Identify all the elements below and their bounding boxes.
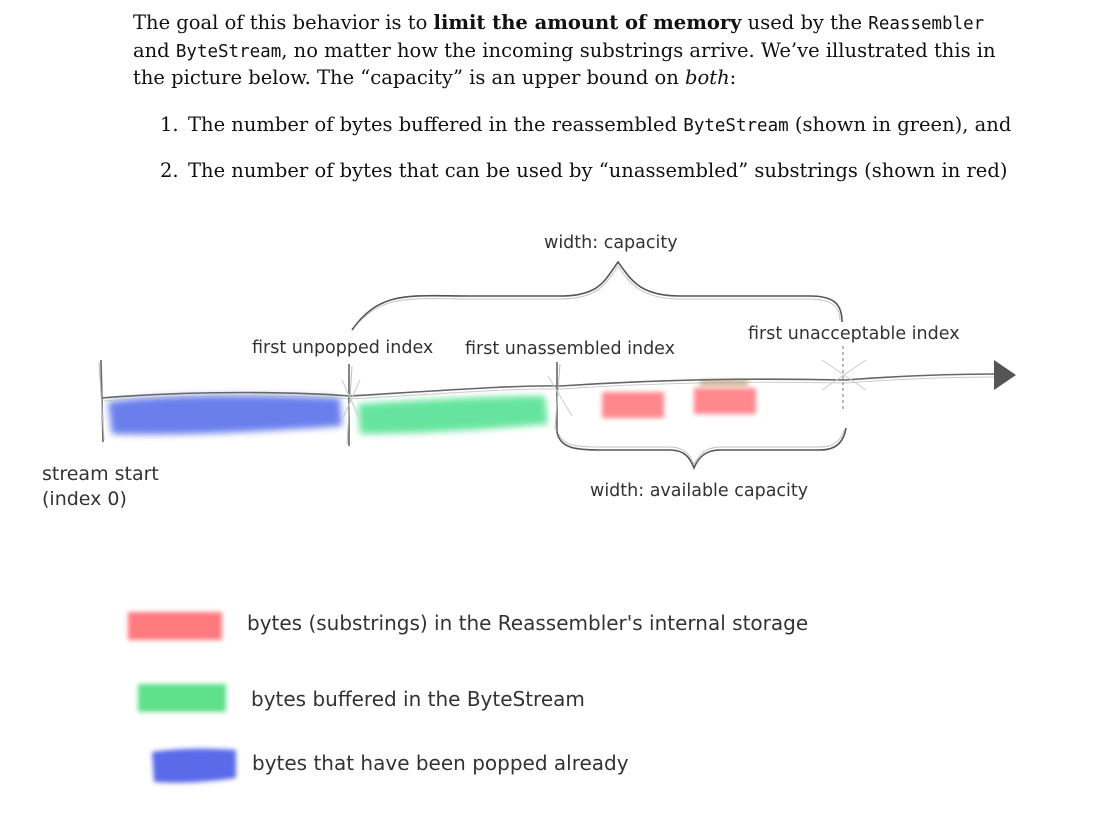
label-first-unpopped-index: first unpopped index — [252, 338, 433, 358]
tick-first-unacceptable — [821, 346, 867, 412]
intro-text-5: : — [729, 66, 737, 89]
list-item-1: 1. The number of bytes buffered in the re… — [160, 112, 1060, 139]
legend-swatch-unassembled — [128, 612, 222, 640]
list-number-1: 1. — [160, 113, 179, 136]
label-width-capacity: width: capacity — [544, 233, 678, 253]
intro-paragraph: The goal of this behavior is to limit th… — [133, 10, 1013, 92]
intro-text-3: and — [133, 38, 176, 62]
list-item-1-text: The number of bytes buffered in the reas… — [188, 113, 684, 136]
code-reassembler: Reassembler — [868, 14, 985, 34]
legend-label-popped: bytes that have been popped already — [252, 751, 629, 775]
buffered-region — [358, 396, 548, 434]
available-capacity-brace — [556, 427, 847, 471]
list-item-1-code: ByteStream — [683, 116, 789, 136]
intro-text-2: used by the — [741, 11, 869, 34]
list-item-2: 2. The number of bytes that can be used b… — [160, 158, 1060, 184]
intro-bold-memory: limit the amount of memory — [433, 11, 742, 34]
tick-first-unpopped — [341, 364, 361, 446]
label-index-zero: (index 0) — [42, 488, 127, 510]
label-first-unassembled-index: first unassembled index — [465, 339, 675, 359]
intro-italic-both: both — [685, 66, 730, 89]
label-width-available-capacity: width: available capacity — [590, 481, 808, 501]
unassembled-region-1 — [602, 392, 664, 418]
popped-region — [108, 395, 342, 435]
legend-label-buffered: bytes buffered in the ByteStream — [251, 687, 585, 711]
legend-swatch-popped — [152, 748, 236, 783]
list-item-2-text: The number of bytes that can be used by … — [188, 159, 1008, 182]
label-first-unacceptable-index: first unacceptable index — [748, 324, 960, 344]
code-bytestream: ByteStream — [175, 41, 282, 62]
list-item-1-post: (shown in green), and — [788, 113, 1012, 136]
stream-arrowhead — [994, 360, 1016, 390]
unassembled-region-2 — [694, 388, 756, 414]
intro-text-1: The goal of this behavior is to — [133, 11, 434, 34]
capacity-brace — [351, 260, 843, 331]
list-number-2: 2. — [160, 159, 179, 182]
legend-label-unassembled: bytes (substrings) in the Reassembler's … — [247, 611, 808, 635]
label-stream-start: stream start — [42, 463, 159, 485]
tick-stream-start — [98, 359, 105, 443]
stream-axis — [101, 373, 996, 399]
tick-first-unassembled — [547, 362, 573, 432]
intro-text-4: , no matter how the incoming substrings … — [133, 38, 996, 90]
legend-swatch-buffered — [138, 684, 226, 712]
